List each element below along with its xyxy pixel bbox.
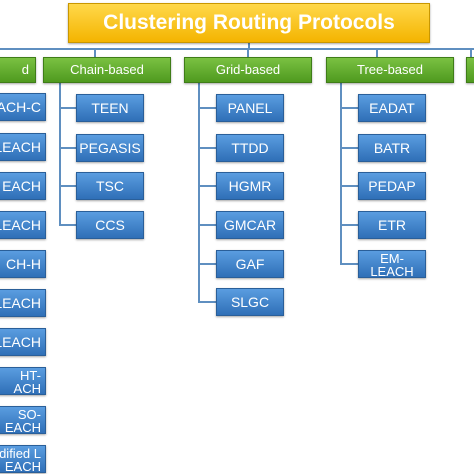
hierarchical-item: ACH-C	[0, 93, 46, 121]
chain-item-ccs: CCS	[76, 211, 144, 239]
extra-drop	[470, 48, 472, 57]
hierarchical-item: LEACH	[0, 133, 46, 161]
grid-item-ttdd: TTDD	[216, 134, 284, 162]
tree-branch	[340, 263, 358, 265]
grid-branch	[198, 263, 216, 265]
diagram-title: Clustering Routing Protocols	[68, 3, 430, 43]
chain-branch	[59, 185, 76, 187]
grid-drop	[247, 48, 249, 57]
tree-branch	[340, 147, 358, 149]
category-grid-based: Grid-based	[184, 57, 312, 83]
category-bus	[0, 48, 474, 50]
hierarchical-item: LEACH	[0, 289, 46, 317]
chain-item-teen: TEEN	[76, 94, 144, 122]
tree-item-batr: BATR	[358, 134, 426, 162]
grid-item-panel: PANEL	[216, 94, 284, 122]
chain-item-pegasis: PEGASIS	[76, 134, 144, 162]
category-cut-off	[466, 57, 474, 83]
category-chain-based: Chain-based	[43, 57, 171, 83]
chain-drop	[94, 48, 96, 57]
grid-branch	[198, 107, 216, 109]
tree-item-eadat: EADAT	[358, 94, 426, 122]
chain-branch	[59, 147, 76, 149]
grid-branch	[198, 185, 216, 187]
grid-item-gmcar: GMCAR	[216, 211, 284, 239]
grid-item-slgc: SLGC	[216, 288, 284, 316]
tree-branch	[340, 224, 358, 226]
grid-branch	[198, 224, 216, 226]
category-tree-based: Tree-based	[326, 57, 454, 83]
tree-drop	[376, 48, 378, 57]
tree-item-pedap: PEDAP	[358, 172, 426, 200]
grid-item-gaf: GAF	[216, 250, 284, 278]
grid-item-hgmr: HGMR	[216, 172, 284, 200]
title-connector	[248, 43, 250, 49]
category-hierarchical: d	[0, 57, 36, 83]
grid-branch	[198, 301, 216, 303]
chain-branch	[59, 224, 76, 226]
tree-branch	[340, 185, 358, 187]
tree-branch	[340, 107, 358, 109]
grid-trunk	[198, 83, 200, 303]
hierarchical-item: CH-H	[0, 250, 46, 278]
grid-branch	[198, 147, 216, 149]
hierarchical-item: SO-EACH	[0, 406, 46, 434]
chain-branch	[59, 107, 76, 109]
tree-item-em-leach: EM-LEACH	[358, 250, 426, 278]
chain-item-tsc: TSC	[76, 172, 144, 200]
chain-trunk	[59, 83, 61, 226]
tree-trunk	[340, 83, 342, 265]
hierarchical-item: HT-ACH	[0, 367, 46, 395]
hierarchical-item: EACH	[0, 172, 46, 200]
hierarchical-item: LEACH	[0, 211, 46, 239]
hierarchical-item: LEACH	[0, 328, 46, 356]
tree-item-etr: ETR	[358, 211, 426, 239]
